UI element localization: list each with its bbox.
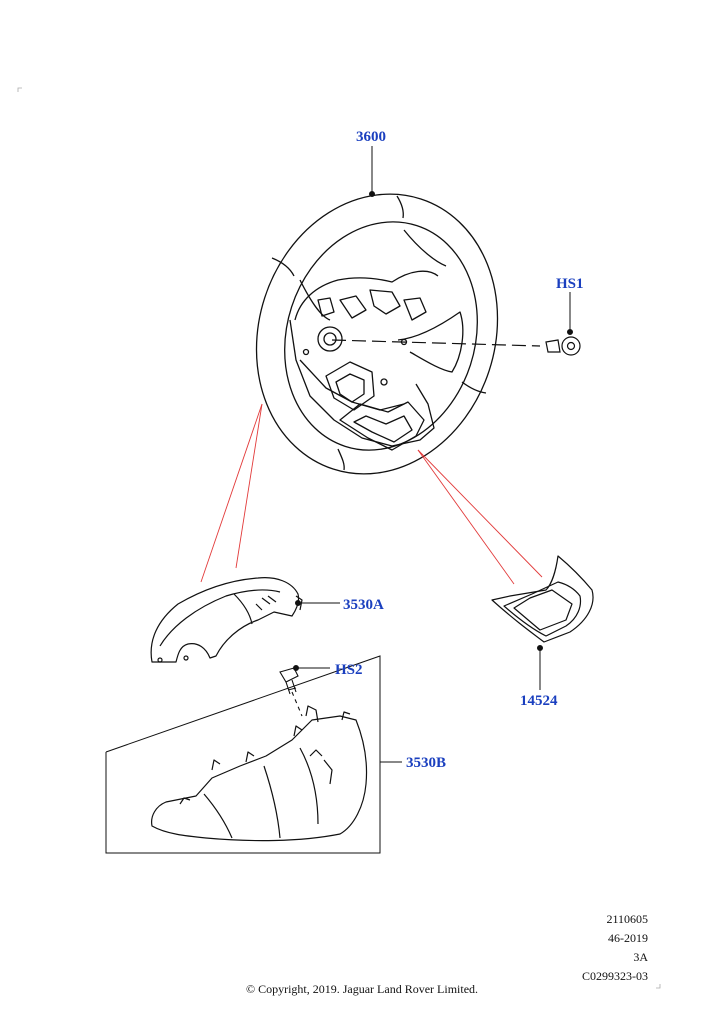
leader-hs2 [293,665,330,671]
crop-marks [17,87,661,989]
callout-14524[interactable]: 14524 [520,693,558,709]
steering-wheel-drawing[interactable] [221,162,533,505]
callout-3530a[interactable]: 3530A [343,597,384,613]
lower-shroud-box [105,655,381,854]
callout-3600[interactable]: 3600 [356,129,386,145]
reference-line-1: 2110605 [606,912,648,926]
upper-shroud-drawing[interactable] [150,577,303,663]
reference-line-4: C0299323-03 [582,969,648,983]
red-leaders [200,403,543,585]
reference-line-2: 46-2019 [608,931,648,945]
leader-3530a [295,600,340,606]
callout-3530b[interactable]: 3530B [406,755,447,771]
reference-line-3: 3A [633,950,648,964]
leader-14524 [537,645,543,690]
switch-bezel-drawing[interactable] [491,555,594,643]
reference-block: 2110605 46-2019 3A C0299323-03 [528,910,648,986]
leader-hs1 [567,292,573,335]
hs2-screw-drawing[interactable] [279,667,303,717]
copyright-notice: © Copyright, 2019. Jaguar Land Rover Lim… [245,982,479,996]
callout-hs1[interactable]: HS1 [556,276,584,292]
leader-3600 [369,146,375,197]
hs1-bolt-drawing[interactable] [331,336,581,356]
lower-shroud-drawing[interactable] [151,705,368,842]
callout-hs2[interactable]: HS2 [335,662,363,678]
